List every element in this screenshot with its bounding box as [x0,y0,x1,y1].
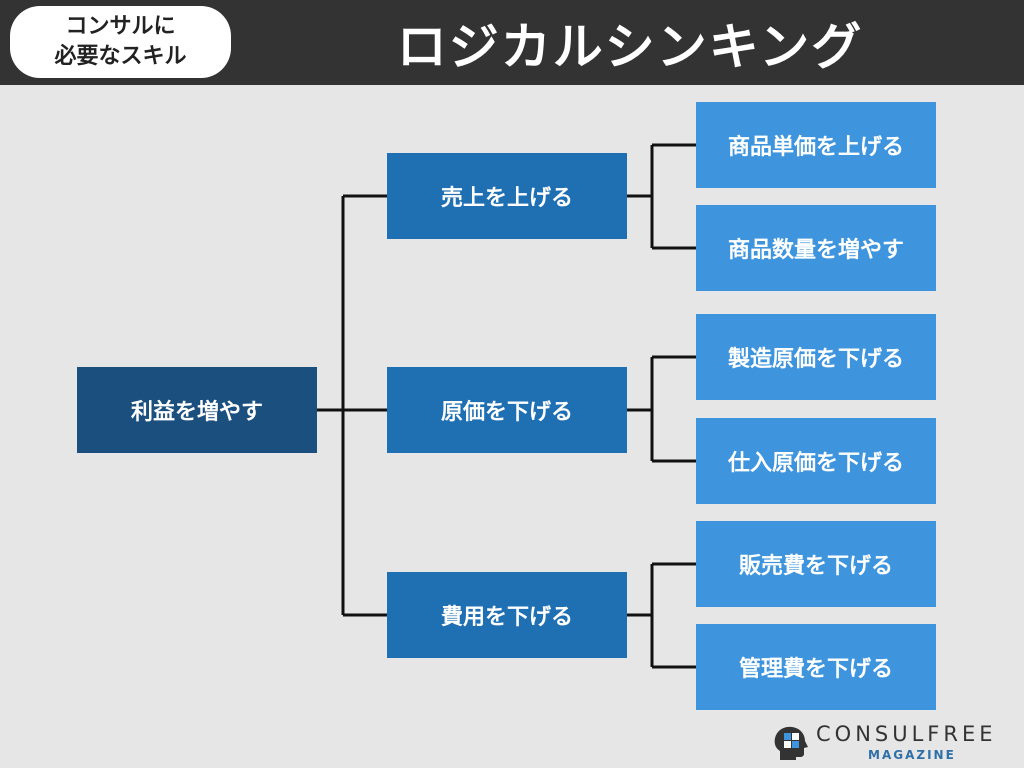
badge-line-2: 必要なスキル [54,44,187,69]
leaf-node-unit-price: 商品単価を上げる [696,102,936,188]
branch-node-expenses: 費用を下げる [387,572,627,658]
leaf-node-manufacturing-cost: 製造原価を下げる [696,314,936,400]
branch-node-cost: 原価を下げる [387,367,627,453]
root-node: 利益を増やす [77,367,317,453]
header-bar: コンサルに 必要なスキル ロジカルシンキング [0,0,1024,85]
logo-wordmark: CONSULFREE [816,722,997,746]
leaf-node-selling-expenses: 販売費を下げる [696,521,936,607]
head-puzzle-icon [774,726,808,760]
brand-logo: CONSULFREE MAGAZINE [772,722,1002,764]
leaf-node-admin-expenses: 管理費を下げる [696,624,936,710]
leaf-node-quantity: 商品数量を増やす [696,205,936,291]
logo-subtitle: MAGAZINE [868,748,956,762]
branch-node-sales: 売上を上げる [387,153,627,239]
category-badge: コンサルに 必要なスキル [10,6,231,78]
leaf-node-purchase-cost: 仕入原価を下げる [696,418,936,504]
badge-line-1: コンサルに [65,14,176,39]
page-title: ロジカルシンキング [396,17,864,76]
